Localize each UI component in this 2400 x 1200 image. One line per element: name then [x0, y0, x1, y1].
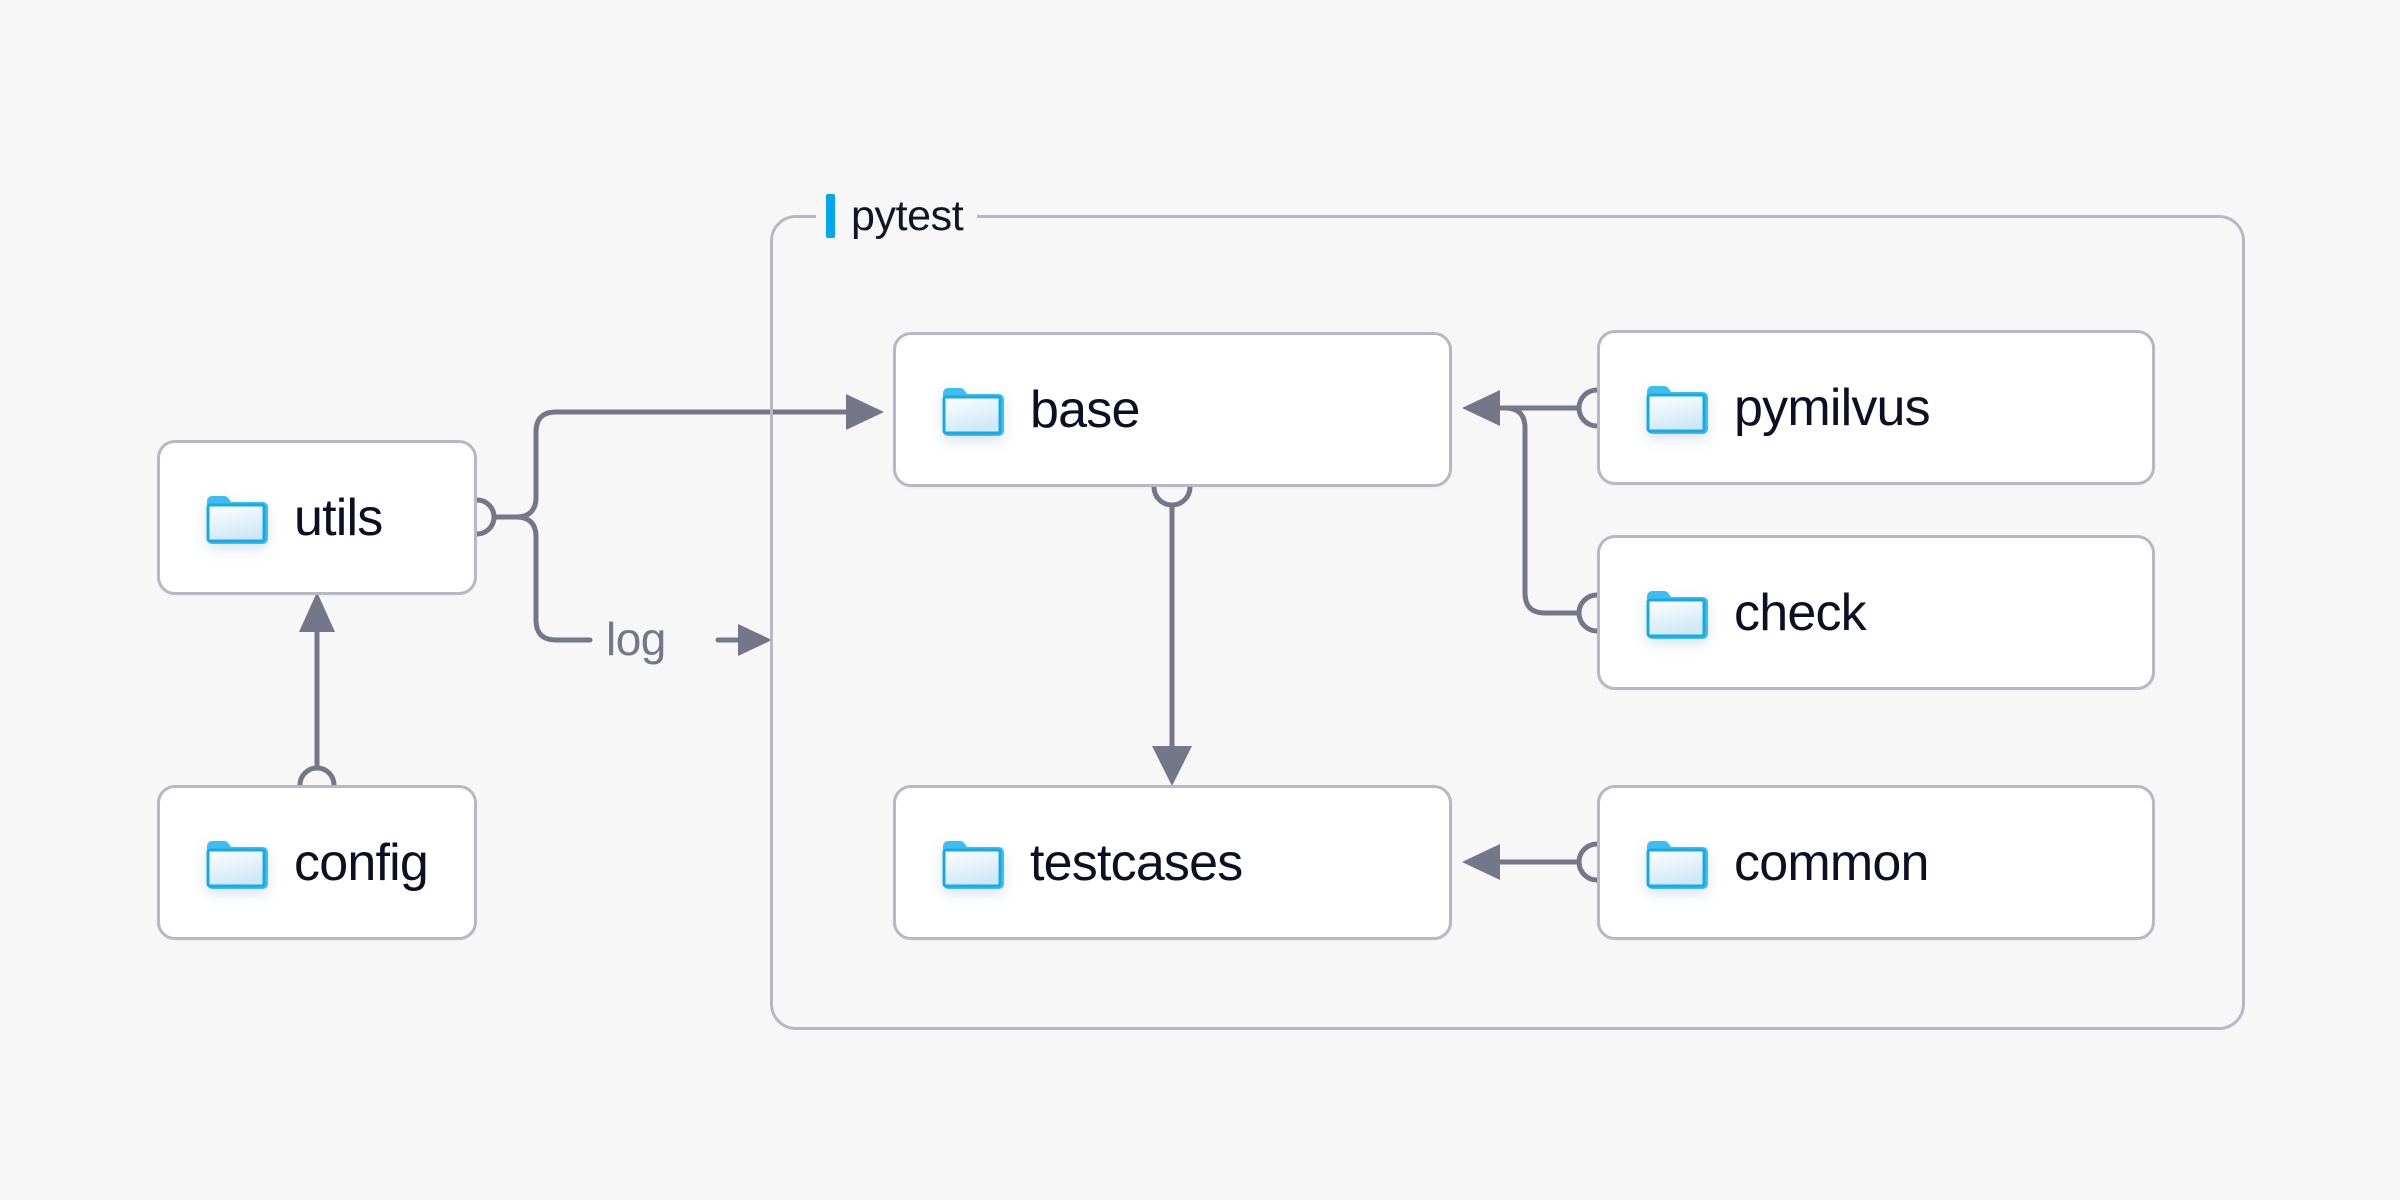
- node-label: check: [1734, 583, 1867, 642]
- node-base[interactable]: base: [893, 332, 1452, 487]
- group-pytest: [770, 215, 2245, 1030]
- node-label: testcases: [1030, 833, 1243, 892]
- folder-icon: [940, 836, 1004, 890]
- node-config[interactable]: config: [157, 785, 477, 940]
- node-label: utils: [294, 488, 383, 547]
- folder-icon: [1644, 381, 1708, 435]
- node-check[interactable]: check: [1597, 535, 2155, 690]
- node-label: common: [1734, 833, 1929, 892]
- node-utils[interactable]: utils: [157, 440, 477, 595]
- folder-icon: [204, 491, 268, 545]
- node-label: base: [1030, 380, 1140, 439]
- node-label: config: [294, 833, 429, 892]
- group-accent-bar: [826, 194, 835, 238]
- folder-icon: [940, 383, 1004, 437]
- folder-icon: [1644, 836, 1708, 890]
- folder-icon: [204, 836, 268, 890]
- edge-label-log: log: [596, 612, 676, 666]
- node-pymilvus[interactable]: pymilvus: [1597, 330, 2155, 485]
- node-label: pymilvus: [1734, 378, 1931, 437]
- edge-config-to-utils: [297, 592, 337, 805]
- node-common[interactable]: common: [1597, 785, 2155, 940]
- folder-icon: [1644, 586, 1708, 640]
- node-testcases[interactable]: testcases: [893, 785, 1452, 940]
- group-pytest-label: pytest: [816, 188, 978, 244]
- group-label-text: pytest: [851, 192, 964, 240]
